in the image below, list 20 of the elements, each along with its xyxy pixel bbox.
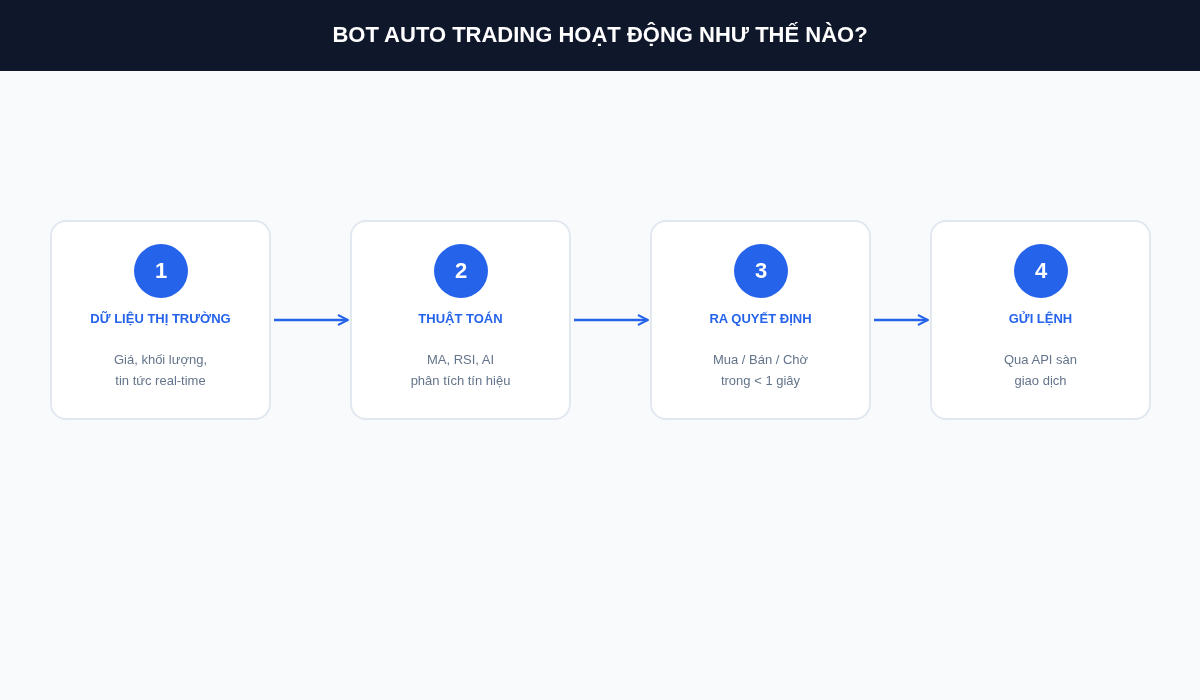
- step-description: Qua API sàn giao dịch: [1004, 351, 1077, 390]
- arrow: [874, 314, 929, 326]
- step-card: [50, 220, 271, 420]
- arrow: [274, 314, 349, 326]
- step-number-circle: 2: [434, 244, 488, 298]
- step-description: Giá, khối lượng, tin tức real-time: [113, 351, 208, 390]
- step-card: [650, 220, 871, 420]
- step-number-circle: 4: [1014, 244, 1068, 298]
- step-description: MA, RSI, AI phân tích tín hiệu: [410, 351, 511, 390]
- step-heading: RA QUYẾT ĐỊNH: [709, 311, 812, 327]
- step-number-circle: 1: [134, 244, 188, 298]
- arrow: [574, 314, 649, 326]
- step-number-circle: 3: [734, 244, 788, 298]
- step-heading: THUẬT TOÁN: [418, 311, 503, 327]
- step-heading: DỮ LIỆU THỊ TRƯỜNG: [90, 311, 231, 327]
- step-description: Mua / Bán / Chờ trong < 1 giây: [712, 351, 809, 390]
- step-card: [350, 220, 571, 420]
- title: BOT AUTO TRADING HOẠT ĐỘNG NHƯ THẾ NÀO?: [332, 22, 868, 48]
- step-heading: GỬI LỆNH: [1008, 311, 1073, 327]
- step-card: [930, 220, 1151, 420]
